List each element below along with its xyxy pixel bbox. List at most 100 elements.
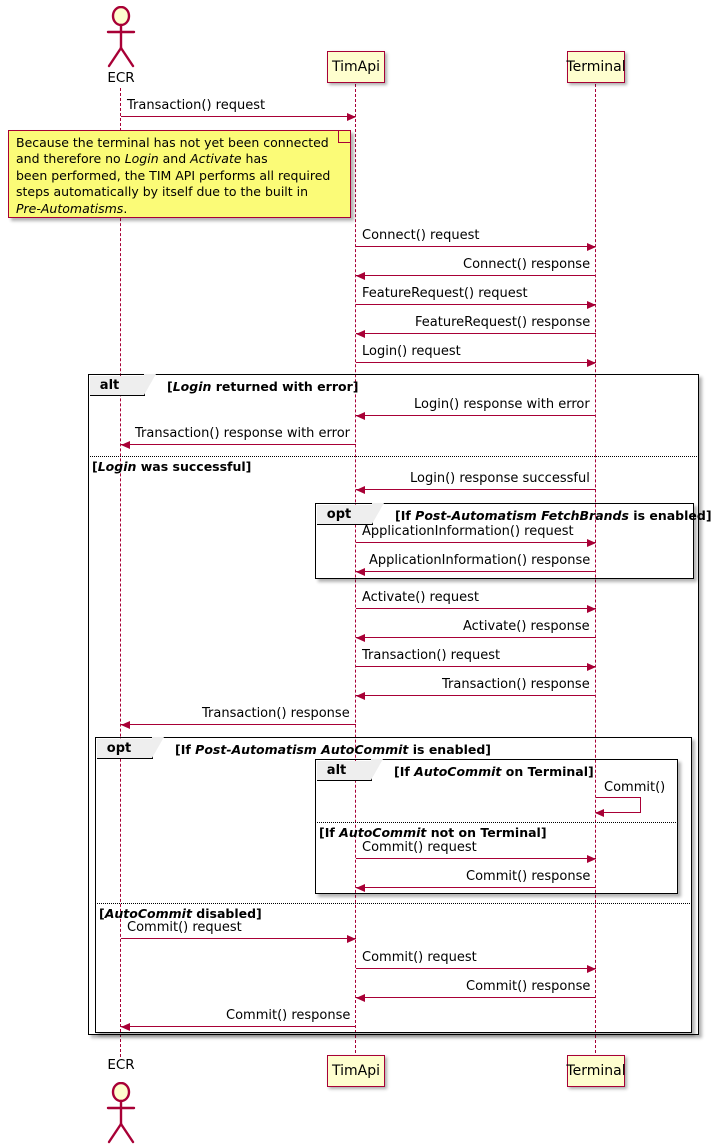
message-label-m22: Commit() response: [466, 979, 591, 994]
arrow-head-m5: [356, 329, 365, 338]
lifeline-terminal: [595, 84, 597, 1053]
message-line-m5: [356, 333, 596, 334]
fragment-tab-alt-login: alt: [89, 373, 156, 396]
message-label-m19: Commit() response: [466, 869, 591, 884]
note-line: and therefore no Login and Activate has: [16, 151, 268, 167]
message-label-m23: Commit() response: [226, 1008, 351, 1023]
message-label-m18: Commit() request: [362, 840, 477, 855]
message-line-m1: [121, 116, 356, 117]
lifeline-ecr: [120, 88, 122, 1057]
fragment-separator-opt-autocommit: [95, 903, 692, 904]
message-line-m18: [356, 858, 596, 859]
message-label-m16: Transaction() response: [202, 706, 350, 721]
message-label-m14: Transaction() request: [362, 648, 501, 663]
fragment-separator-alt-autocommit-terminal: [315, 822, 678, 823]
arrow-head-m11: [356, 567, 365, 576]
participant-terminal: Terminal: [566, 51, 626, 83]
message-label-m1: Transaction() request: [127, 98, 266, 113]
message-line-m19: [356, 887, 596, 888]
fragment-else-condition-alt-login: [Login was successful]: [92, 459, 252, 474]
message-label-m5: FeatureRequest() response: [415, 315, 591, 330]
arrow-head-m2: [587, 242, 596, 251]
arrow-head-m1: [347, 112, 356, 121]
fragment-alt-login: [88, 374, 699, 1035]
arrow-head-m15: [356, 691, 365, 700]
fragment-separator-alt-login: [88, 456, 699, 457]
fragment-condition-opt-autocommit: [If Post-Automatism AutoCommit is enable…: [175, 742, 492, 757]
note-line: Because the terminal has not yet been co…: [16, 135, 329, 150]
arrow-head-m7: [356, 411, 365, 420]
arrow-head-m20: [347, 934, 356, 943]
arrow-head-m12: [587, 604, 596, 613]
note-fold-corner: [338, 131, 350, 143]
fragment-opt-fetchbrands: [315, 503, 694, 579]
message-label-m8: Transaction() response with error: [135, 426, 351, 441]
fragment-else-condition-alt-autocommit-terminal: [If AutoCommit not on Terminal]: [319, 825, 547, 840]
message-line-m7: [356, 415, 596, 416]
actor-ecr: [102, 1081, 140, 1144]
message-line-m21: [356, 968, 596, 969]
message-label-m15: Transaction() response: [442, 677, 590, 692]
message-line-m6: [356, 362, 596, 363]
fragment-opt-autocommit: [95, 737, 692, 1033]
message-line-m16: [121, 724, 356, 725]
note-line: Pre-Automatisms.: [16, 200, 128, 216]
arrow-head-m19: [356, 883, 365, 892]
arrow-head-m21: [587, 964, 596, 973]
message-label-m6: Login() request: [362, 344, 461, 359]
lifeline-timapi: [355, 84, 357, 1053]
actor-ecr: [102, 5, 140, 68]
message-line-m13: [356, 637, 596, 638]
message-label-m11: ApplicationInformation() response: [369, 553, 591, 568]
message-label-m3: Connect() response: [463, 257, 591, 272]
arrow-head-m3: [356, 271, 365, 280]
message-label-m2: Connect() request: [362, 228, 480, 243]
message-line-m14: [356, 666, 596, 667]
note-line: been performed, the TIM API performs all…: [16, 167, 331, 183]
arrow-head-m16: [121, 720, 130, 729]
message-label-m17: Commit(): [604, 780, 666, 795]
arrow-head-m22: [356, 993, 365, 1002]
arrow-head-m14: [587, 662, 596, 671]
message-line-m3: [356, 275, 596, 276]
arrow-head-m6: [587, 358, 596, 367]
fragment-else-condition-opt-autocommit: [AutoCommit disabled]: [99, 906, 262, 921]
arrow-head-m9: [356, 485, 365, 494]
actor-label-ecr: ECR: [107, 70, 135, 86]
fragment-tab-opt-autocommit: opt: [96, 736, 164, 759]
arrow-head-m4: [587, 300, 596, 309]
message-label-m7: Login() response with error: [414, 397, 590, 412]
message-line-m22: [356, 997, 596, 998]
message-line-m23: [121, 1026, 356, 1027]
arrow-head-m10: [587, 538, 596, 547]
message-label-m20: Commit() request: [127, 920, 242, 935]
message-line-m12: [356, 608, 596, 609]
fragment-tab-opt-fetchbrands: opt: [316, 502, 384, 525]
message-label-m10: ApplicationInformation() request: [362, 524, 574, 539]
message-label-m21: Commit() request: [362, 950, 477, 965]
self-message-m17: [596, 797, 641, 813]
message-label-m13: Activate() response: [463, 619, 590, 634]
participant-timapi: TimApi: [327, 51, 385, 83]
message-line-m4: [356, 304, 596, 305]
arrow-head-m18: [587, 854, 596, 863]
arrow-head-m17: [595, 808, 604, 817]
arrow-head-m8: [121, 440, 130, 449]
message-line-m10: [356, 542, 596, 543]
fragment-condition-alt-autocommit-terminal: [If AutoCommit on Terminal]: [394, 764, 594, 779]
message-line-m20: [121, 938, 356, 939]
participant-terminal: Terminal: [566, 1055, 626, 1087]
note-line: steps automatically by itself due to the…: [16, 184, 309, 200]
note-pre-automatisms: Because the terminal has not yet been co…: [8, 130, 351, 218]
participant-timapi: TimApi: [327, 1055, 385, 1087]
actor-label-ecr: ECR: [107, 1057, 135, 1073]
message-line-m2: [356, 246, 596, 247]
message-label-m12: Activate() request: [362, 590, 479, 605]
message-line-m9: [356, 489, 596, 490]
message-label-m4: FeatureRequest() request: [362, 286, 528, 301]
message-label-m9: Login() response successful: [410, 471, 590, 486]
message-line-m15: [356, 695, 596, 696]
fragment-tab-alt-autocommit-terminal: alt: [316, 758, 383, 781]
fragment-condition-alt-login: [Login returned with error]: [167, 379, 359, 394]
